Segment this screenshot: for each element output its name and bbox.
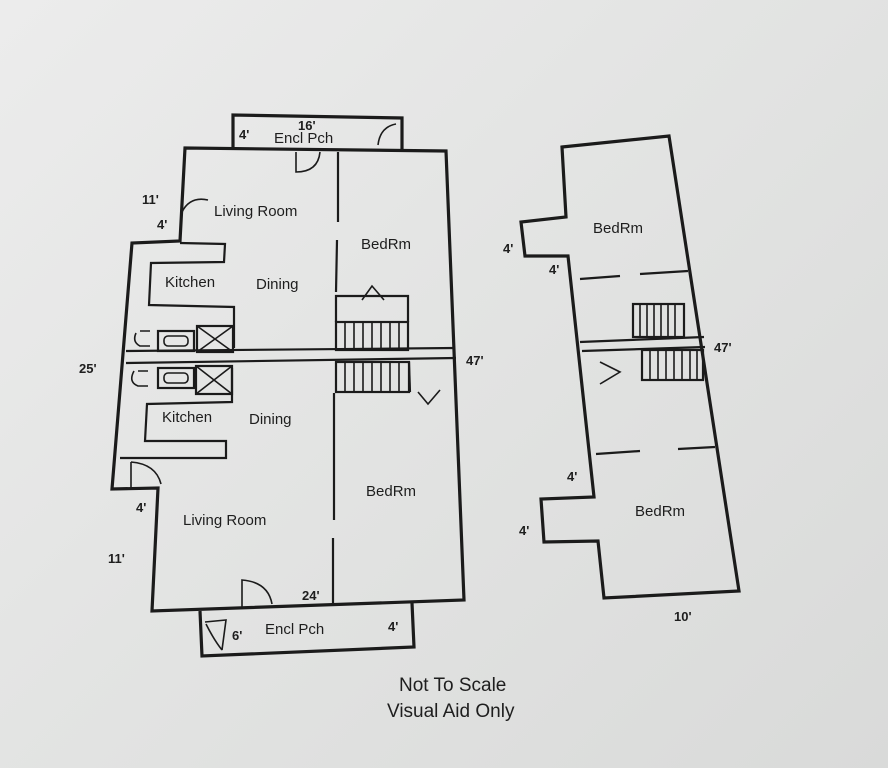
stairs-b-top (631, 302, 686, 339)
dim-b-length: 47' (714, 340, 732, 355)
note-not-to-scale: Not To Scale (399, 675, 506, 696)
range-top (195, 324, 235, 354)
bedroom-b-top-label: BedRm (593, 220, 643, 237)
range-bottom (194, 364, 234, 396)
dim-b-width: 10' (674, 609, 692, 624)
porch-bottom-door (204, 619, 227, 651)
bedroom-bottom-label: BedRm (366, 483, 416, 500)
dim-b-inner-bottom-4: 4' (567, 469, 577, 484)
bedroom-top-label: BedRm (361, 236, 411, 253)
dim-left-bottom-4: 4' (136, 500, 146, 515)
kitchen-top-label: Kitchen (165, 274, 215, 291)
dim-overall-width: 25' (79, 361, 97, 376)
dim-b-inner-top-4: 4' (549, 262, 559, 277)
porch-top-door-swing (377, 123, 397, 146)
dim-b-left-bottom-4: 4' (519, 523, 529, 538)
kitchen-bottom-label: Kitchen (162, 409, 212, 426)
partition-b-top (579, 269, 689, 281)
party-wall-upper (125, 346, 456, 353)
range-bottom-x (195, 365, 233, 395)
dim-porch-top-depth: 4' (239, 127, 249, 142)
washer-top (133, 330, 150, 347)
partition-b-bottom (595, 445, 716, 456)
kitchen-counter-top (147, 241, 236, 348)
encl-porch-top-outline (231, 113, 404, 149)
bedroom-b-bottom-label: BedRm (635, 503, 685, 520)
unit-b-outline (519, 134, 741, 600)
stairs-b-bottom (599, 348, 705, 385)
stairs-top (334, 284, 410, 352)
side-door-top-swing (181, 198, 209, 213)
note-visual-aid: Visual Aid Only (387, 701, 515, 722)
kitchen-counter-bottom (120, 368, 234, 460)
dim-left-bottom-11: 11' (108, 551, 125, 566)
dim-porch-bottom-depth: 4' (388, 619, 398, 634)
party-wall-lower (125, 356, 457, 365)
sink-bottom (163, 372, 189, 384)
floor-plan-unit-b: BedRm BedRm 4' 4' 47' 4' 4' 10' (503, 134, 741, 624)
range-top-x (196, 325, 234, 353)
washer-bottom (130, 370, 148, 387)
encl-porch-bottom-outline (198, 602, 416, 658)
partition-upper (334, 152, 340, 293)
floor-plan-unit-a: Encl Pch Living Room Kitchen Dining BedR… (79, 113, 484, 658)
stairs-bottom (334, 360, 441, 406)
encl-porch-bottom-label: Encl Pch (265, 621, 324, 638)
living-room-top-label: Living Room (214, 203, 297, 220)
dim-overall-length: 47' (466, 353, 484, 368)
dining-bottom-label: Dining (249, 411, 292, 428)
dim-b-left-top-4: 4' (503, 241, 513, 256)
partition-lower (331, 393, 336, 604)
side-door-bottom (130, 461, 162, 488)
dim-left-top-4: 4' (157, 217, 167, 232)
dim-porch-top-width: 16' (298, 118, 316, 133)
living-room-door-top (295, 151, 321, 173)
dim-left-top-11: 11' (142, 192, 159, 207)
appliance-bottom (156, 366, 196, 390)
unit-a-outline (110, 146, 466, 613)
sink-top (163, 335, 189, 347)
dim-porch-bottom-width: 6' (232, 628, 242, 643)
encl-porch-top-label: Encl Pch (274, 130, 333, 147)
living-room-bottom-label: Living Room (183, 512, 266, 529)
dim-bottom-24: 24' (302, 588, 320, 603)
dining-top-label: Dining (256, 276, 299, 293)
living-room-door-bottom (241, 579, 273, 608)
